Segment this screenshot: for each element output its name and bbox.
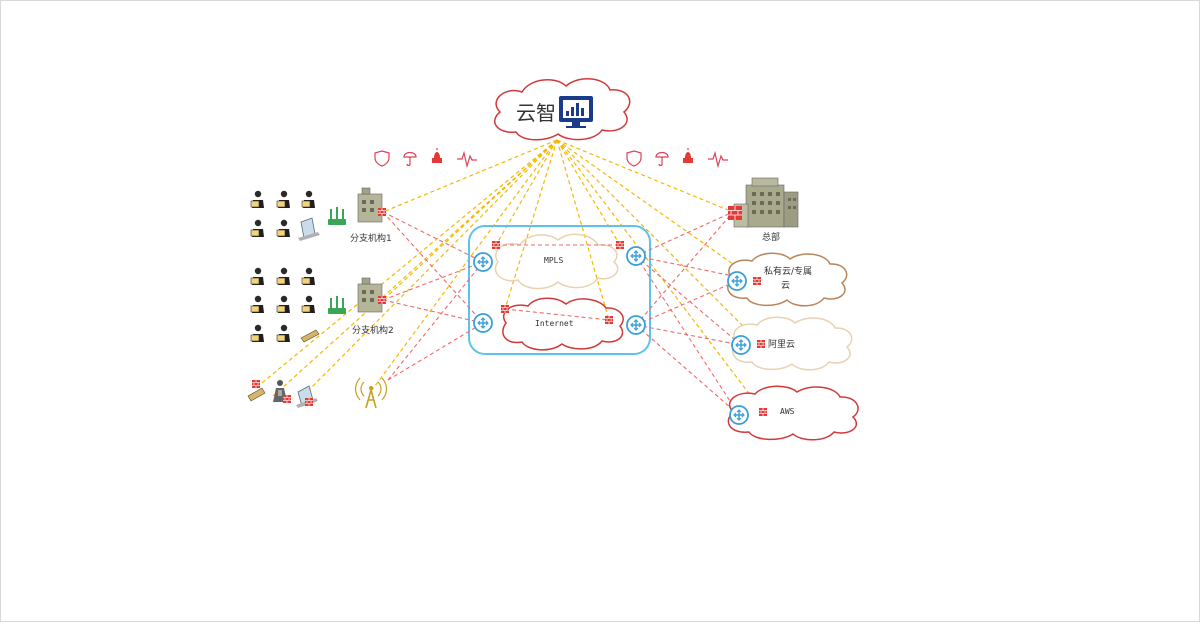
firewall-icon	[304, 397, 314, 407]
mpls-label: MPLS	[544, 256, 563, 265]
shield-icon	[626, 150, 642, 167]
firewall-icon	[752, 276, 762, 286]
user-icon	[250, 295, 265, 314]
branch-2-building-icon	[357, 277, 383, 313]
firewall-icon	[377, 207, 387, 217]
private-cloud-shape	[727, 252, 848, 307]
overlay-connection-lines	[256, 139, 764, 413]
router-icon	[731, 335, 751, 355]
firewall-icon	[604, 315, 614, 325]
firewall-icon	[377, 295, 387, 305]
aws-label: AWS	[780, 407, 795, 416]
mobile-users	[247, 379, 318, 408]
user-icon	[250, 324, 265, 343]
branch-2-users	[250, 267, 320, 343]
user-icon	[276, 324, 291, 343]
firewall-icon	[758, 407, 768, 417]
alarm-icon	[432, 148, 442, 163]
alarm-icon	[683, 148, 693, 163]
cloud-platform-label: 云智	[516, 101, 556, 125]
branch-1-users	[250, 190, 320, 241]
underlay-connection-lines	[382, 211, 758, 416]
user-icon	[301, 190, 316, 209]
user-icon	[250, 219, 265, 238]
network-box	[468, 225, 651, 355]
router-icon	[473, 313, 493, 333]
firewall-icon	[756, 339, 766, 349]
branch-1-label: 分支机构1	[350, 232, 392, 244]
hq-firewall-icon	[728, 206, 742, 220]
router-icon	[727, 271, 747, 291]
aws-cloud-shape	[727, 385, 859, 441]
aliyun-label: 阿里云	[768, 339, 795, 350]
internet-label: Internet	[535, 319, 574, 328]
user-icon	[250, 190, 265, 209]
firewall-icon	[491, 240, 501, 250]
user-icon	[276, 190, 291, 209]
router-icon	[729, 405, 749, 425]
user-icon	[301, 267, 316, 286]
shield-icon	[374, 150, 390, 167]
pulse-icon	[457, 150, 477, 169]
firewall-icon	[282, 394, 292, 404]
handset-icon	[300, 329, 320, 343]
handset-icon	[247, 387, 266, 402]
umbrella-icon	[403, 151, 417, 167]
router-icon	[473, 252, 493, 272]
mpls-cloud	[494, 233, 619, 290]
cell-tower-icon	[354, 377, 388, 409]
router-icon	[626, 246, 646, 266]
aliyun-cloud-shape	[732, 316, 853, 371]
wifi-ap-icon	[328, 296, 346, 314]
umbrella-icon	[655, 151, 669, 167]
security-icon-group-right	[626, 148, 728, 169]
security-icon-group-left	[374, 148, 477, 169]
wifi-ap-icon	[328, 207, 346, 225]
user-icon	[250, 267, 265, 286]
user-icon	[276, 267, 291, 286]
user-icon	[276, 295, 291, 314]
user-icon	[301, 295, 316, 314]
hq-label: 总部	[762, 231, 780, 243]
internet-cloud	[502, 297, 624, 351]
monitor-icon	[559, 96, 593, 128]
firewall-icon	[615, 240, 625, 250]
branch-1-building-icon	[357, 187, 383, 223]
firewall-icon	[251, 379, 261, 389]
firewall-icon	[500, 304, 510, 314]
private-cloud-label-line2: 云	[781, 281, 790, 291]
private-cloud-label-line1: 私有云/专属	[764, 265, 812, 277]
branch-2-label: 分支机构2	[352, 324, 394, 336]
hq-building-icon	[733, 177, 799, 228]
pulse-icon	[708, 150, 728, 169]
user-icon	[276, 219, 291, 238]
router-icon	[626, 315, 646, 335]
laptop-icon	[298, 217, 320, 241]
